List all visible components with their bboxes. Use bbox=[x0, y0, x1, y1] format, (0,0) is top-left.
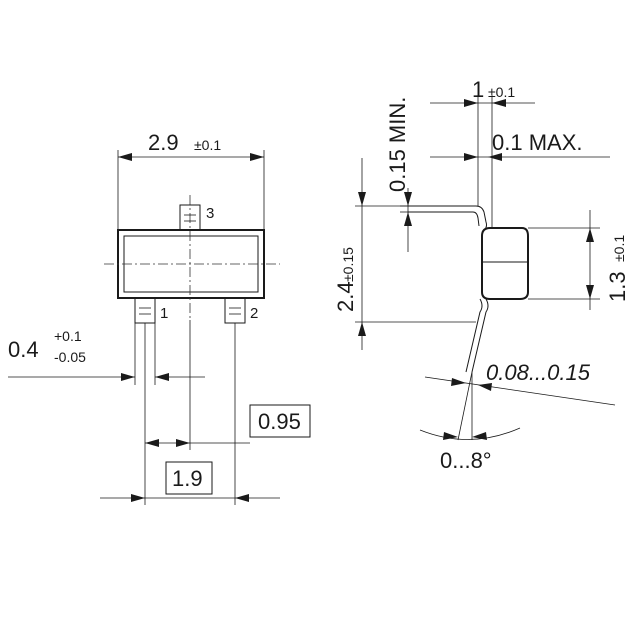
thickness-arrow-left bbox=[451, 378, 466, 386]
pitch-small-arrow-right bbox=[176, 439, 190, 447]
pin-3-lead bbox=[179, 204, 201, 231]
overall-arrow-bottom bbox=[358, 322, 366, 336]
width-arrow-right bbox=[250, 153, 264, 161]
width-tolerance: ±0.1 bbox=[194, 137, 221, 153]
lead-width-tol-minus: -0.05 bbox=[54, 349, 86, 365]
pitch-large-arrow-left bbox=[131, 494, 145, 502]
lead-length-arrow-right bbox=[492, 99, 506, 107]
pin-1-lead bbox=[134, 297, 156, 324]
pitch-large-box bbox=[165, 461, 213, 495]
lead-foot-inner bbox=[465, 298, 483, 373]
pitch-large-arrow-right bbox=[235, 494, 249, 502]
thickness-value: 0.08...0.15 bbox=[486, 360, 591, 385]
pin-2-lead bbox=[224, 297, 246, 324]
lead-profile-outer bbox=[408, 205, 487, 233]
pitch-small-arrow-left bbox=[145, 439, 159, 447]
top-view: 3 1 2 2.9 ±0.1 0.4 +0.1 -0.05 bbox=[8, 130, 311, 505]
lead-length-arrow-left bbox=[464, 99, 478, 107]
pitch-large-value: 1.9 bbox=[172, 466, 203, 491]
pin-1-label: 1 bbox=[160, 305, 168, 322]
lead-width-tol-plus: +0.1 bbox=[54, 328, 82, 344]
pitch-small-value: 0.95 bbox=[258, 409, 301, 434]
body-arrow-top bbox=[586, 228, 594, 242]
lead-length-value: 1 bbox=[472, 77, 484, 102]
lead-min-arrow-bottom bbox=[404, 212, 412, 226]
pin-2-label: 2 bbox=[250, 305, 258, 322]
angle-ref-slanted bbox=[457, 371, 473, 441]
width-value: 2.9 bbox=[148, 130, 179, 155]
pitch-small-box bbox=[249, 404, 311, 438]
lead-length-tolerance: ±0.1 bbox=[488, 84, 515, 100]
body-arrow-bottom bbox=[586, 285, 594, 299]
lead-profile-inner bbox=[408, 211, 480, 227]
overall-value: 2.4 bbox=[333, 281, 358, 312]
overall-tolerance: ±0.15 bbox=[340, 247, 356, 282]
standoff-arrow-right bbox=[488, 153, 502, 161]
angle-value: 0...8° bbox=[440, 448, 492, 473]
angle-arc bbox=[419, 427, 521, 440]
pin-3-label: 3 bbox=[206, 205, 214, 222]
lead-width-arrow-left bbox=[121, 373, 135, 381]
side-view: 1 ±0.1 0.1 MAX. 0.15 MIN. 2.4 ±0.15 1.3 … bbox=[333, 77, 630, 473]
body-tolerance: ±0.1 bbox=[611, 235, 627, 262]
angle-arrow-right bbox=[472, 432, 487, 440]
standoff-value: 0.1 MAX. bbox=[492, 130, 582, 155]
lead-min-arrow-top bbox=[404, 192, 412, 206]
lead-foot-outer bbox=[471, 298, 489, 373]
body-value: 1.3 bbox=[605, 271, 630, 302]
lead-width-arrow-right bbox=[155, 373, 169, 381]
width-arrow-left bbox=[118, 153, 132, 161]
lead-width-value: 0.4 bbox=[8, 337, 39, 362]
standoff-arrow-left bbox=[464, 153, 478, 161]
overall-arrow-top bbox=[358, 192, 366, 206]
angle-arrow-left bbox=[443, 432, 458, 440]
lead-min-value: 0.15 MIN. bbox=[385, 97, 410, 192]
package-body-side bbox=[481, 227, 529, 300]
thickness-arrow-right bbox=[478, 383, 492, 391]
